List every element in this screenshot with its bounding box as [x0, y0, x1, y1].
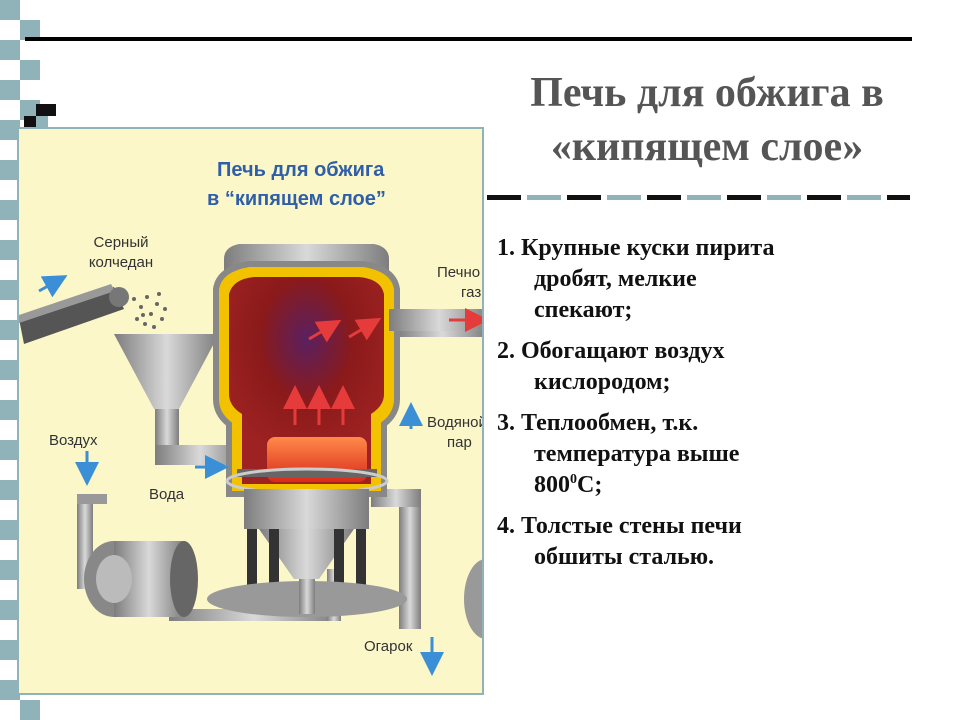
point-3-line-2: температура выше: [534, 441, 740, 467]
point-4-line-2: обшиты сталью.: [534, 544, 715, 570]
strip-cell: [0, 0, 20, 20]
decorative-squares: [24, 104, 56, 128]
point-4-line-1: 4. Толстые стены печи: [497, 513, 742, 539]
label-gas-2: газ: [461, 284, 481, 301]
label-pyrite-1: Серный: [94, 234, 149, 251]
label-steam-2: пар: [447, 434, 472, 451]
label-air: Воздух: [49, 432, 98, 449]
caption-line-2: в “кипящем слое”: [207, 188, 386, 210]
point-2-line-2: кислородом;: [534, 369, 671, 395]
furnace-body: [207, 244, 482, 617]
point-2: 2. Обогащают воздух кислородом;: [497, 336, 947, 398]
strip-cell: [0, 80, 20, 100]
strip-cell: [20, 20, 40, 40]
temperature-degree: 0: [570, 472, 577, 487]
strip-cell: [0, 240, 20, 260]
point-1-line-3: спекают;: [534, 297, 633, 323]
strip-cell: [0, 160, 20, 180]
strip-cell: [0, 280, 20, 300]
strip-cell: [0, 560, 20, 580]
key-points-list: 1. Крупные куски пирита дробят, мелкие с…: [497, 233, 947, 583]
strip-cell: [0, 360, 20, 380]
strip-cell: [0, 400, 20, 420]
strip-cell: [20, 700, 40, 720]
top-rule: [25, 37, 912, 41]
strip-cell: [0, 680, 20, 700]
point-1-line-2: дробят, мелкие: [534, 266, 697, 292]
point-3: 3. Теплообмен, т.к. температура выше 800…: [497, 408, 947, 501]
temperature-value: 800: [534, 472, 570, 498]
strip-cell: [0, 640, 20, 660]
point-2-line-1: 2. Обогащают воздух: [497, 338, 725, 364]
strip-cell: [0, 520, 20, 540]
label-pyrite-2: колчедан: [89, 254, 153, 271]
strip-cell: [0, 440, 20, 460]
flow-arrows: [38, 275, 444, 676]
point-3-line-1: 3. Теплообмен, т.к.: [497, 410, 699, 436]
strip-cell: [0, 600, 20, 620]
temperature-unit: С;: [577, 472, 603, 498]
title-line-2: «кипящем слое»: [550, 124, 864, 170]
point-3-line-3: 8000С;: [497, 470, 947, 501]
conveyor-belt: [19, 284, 129, 344]
strip-cell: [0, 200, 20, 220]
strip-cell: [0, 40, 20, 60]
strip-cell: [0, 120, 20, 140]
label-steam-1: Водяной: [427, 414, 484, 431]
title-underline: [487, 195, 910, 200]
label-gas-1: Печно: [437, 264, 480, 281]
strip-cell: [0, 480, 20, 500]
caption-line-1: Печь для обжига: [217, 159, 385, 181]
feed-hopper: [114, 334, 245, 465]
furnace-illustration: Печь для обжига в “кипящем слое” Серный …: [19, 159, 484, 676]
strip-cell: [0, 320, 20, 340]
strip-cell: [20, 60, 40, 80]
title-line-1: Печь для обжига в: [530, 70, 884, 116]
point-4: 4. Толстые стены печи обшиты сталью.: [497, 511, 947, 573]
slide-title: Печь для обжига в «кипящем слое»: [492, 66, 922, 174]
right-equipment: [464, 559, 482, 639]
pyrite-particles: [132, 292, 167, 329]
air-pump: [84, 541, 198, 617]
point-1-line-1: 1. Крупные куски пирита: [497, 235, 775, 261]
furnace-diagram: Печь для обжига в “кипящем слое” Серный …: [17, 127, 484, 695]
label-water: Вода: [149, 486, 185, 503]
point-1: 1. Крупные куски пирита дробят, мелкие с…: [497, 233, 947, 326]
label-cinder: Огарок: [364, 638, 413, 655]
heat-arrows: [283, 308, 482, 425]
